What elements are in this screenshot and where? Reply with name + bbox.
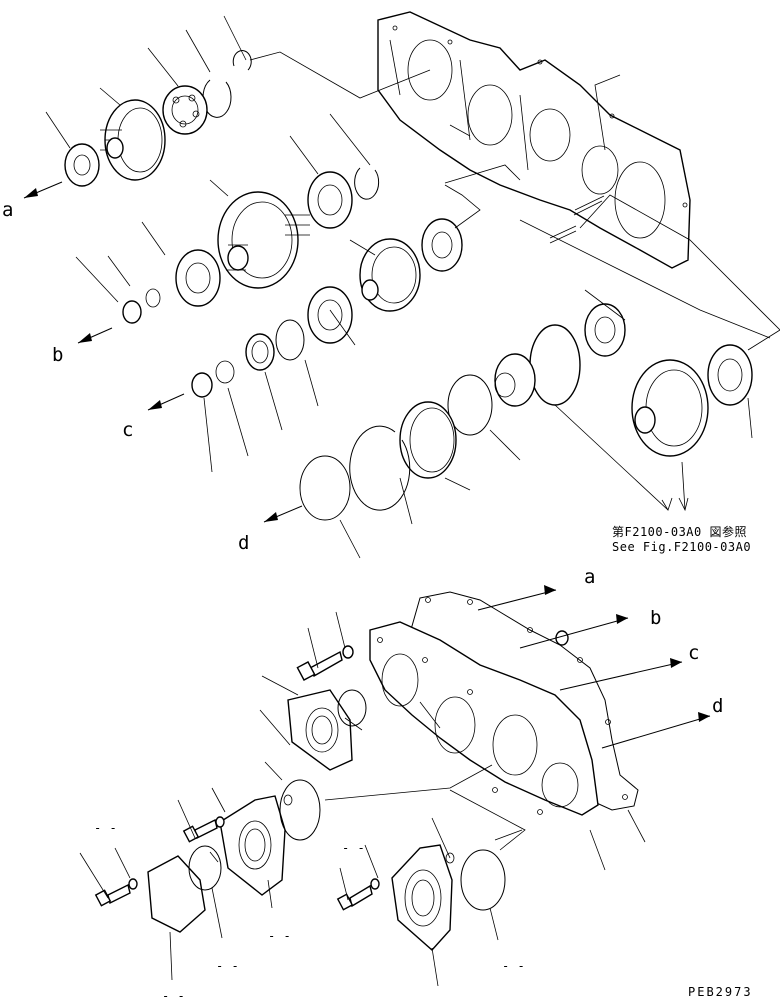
o-ring-right xyxy=(447,374,493,436)
arrow-d-upper xyxy=(263,505,303,523)
end-cover xyxy=(147,855,206,933)
collar-mid xyxy=(245,333,275,371)
dash-placeholder: - - xyxy=(342,841,365,855)
gear-right-1 xyxy=(494,324,581,407)
dash-placeholder: - - xyxy=(268,929,291,943)
bolt-top xyxy=(296,650,343,681)
cover-1 xyxy=(287,689,353,771)
label-c-upper: c xyxy=(122,419,133,441)
o-ring-lower-3 xyxy=(188,845,222,891)
lock-washer-b xyxy=(145,288,161,308)
nut-c xyxy=(191,372,213,398)
dash-placeholder: - - xyxy=(162,989,185,1003)
washer-left xyxy=(128,878,138,890)
gear-mid-1 xyxy=(217,191,310,289)
cover-2 xyxy=(219,795,286,896)
gear-right-2 xyxy=(631,359,709,457)
bolt-left xyxy=(94,883,131,907)
bearing-mid-1 xyxy=(307,171,353,229)
snap-ring-lower xyxy=(349,425,411,511)
washer-top xyxy=(342,645,354,659)
arrow-d-lower xyxy=(601,712,711,749)
cover-3 xyxy=(391,844,453,951)
dash-placeholder: - - xyxy=(502,959,525,973)
washer-right xyxy=(370,878,380,890)
arrow-b-lower xyxy=(519,614,629,649)
see-fig-ref-jp: 第F2100-03A0 図参照 xyxy=(612,524,747,539)
bearing-mid-2 xyxy=(175,249,221,307)
o-ring-lower-1 xyxy=(337,689,367,727)
ring-mid xyxy=(275,319,305,361)
arrow-c-upper xyxy=(147,393,185,411)
o-ring-lower-4 xyxy=(460,849,506,911)
dowel-pins xyxy=(549,195,605,244)
bolt-right xyxy=(336,884,373,911)
snap-ring-upper-2 xyxy=(202,79,232,118)
bearing-right-1 xyxy=(584,303,626,357)
see-fig-ref-en: See Fig.F2100-03A0 xyxy=(612,540,751,554)
label-d-upper: d xyxy=(238,532,249,554)
upper-case xyxy=(377,11,691,269)
bearing-right-2 xyxy=(707,344,753,406)
gear-upper-1 xyxy=(100,99,166,181)
label-a-upper: a xyxy=(2,199,13,221)
label-c-lower: c xyxy=(688,642,699,664)
small-ring-2 xyxy=(445,852,455,864)
drawing-code: PEB2973 xyxy=(688,985,753,999)
arrow-a-upper xyxy=(23,181,63,199)
lower-case xyxy=(369,621,599,816)
label-a-lower: a xyxy=(584,566,595,588)
bearing-upper-1 xyxy=(162,85,208,135)
bearing-mid-4 xyxy=(307,286,353,344)
lock-washer-c xyxy=(215,360,235,384)
small-ring xyxy=(283,794,293,806)
o-ring-lower-2 xyxy=(279,779,321,841)
washer-mid xyxy=(215,816,225,828)
dash-placeholder: - - xyxy=(216,959,239,973)
seal-ring xyxy=(399,401,457,479)
snap-ring-mid xyxy=(354,167,380,200)
bearing-upper-2 xyxy=(64,143,100,187)
arrow-a-lower xyxy=(477,585,557,611)
label-b-upper: b xyxy=(52,344,63,366)
arrow-c-lower xyxy=(559,658,683,691)
snap-ring-upper-1 xyxy=(232,50,252,71)
label-d-lower: d xyxy=(712,695,723,717)
bearing-mid-3 xyxy=(421,218,463,272)
reference-arrows xyxy=(554,404,689,512)
o-ring-d xyxy=(299,455,351,521)
leader-lines-lower xyxy=(79,611,646,987)
dash-placeholder: - - xyxy=(94,821,117,835)
label-b-lower: b xyxy=(650,607,661,629)
gear-mid-2 xyxy=(359,238,421,312)
nut-b xyxy=(122,300,142,324)
arrow-b-upper xyxy=(77,327,113,344)
leader-lines-upper xyxy=(45,15,780,559)
